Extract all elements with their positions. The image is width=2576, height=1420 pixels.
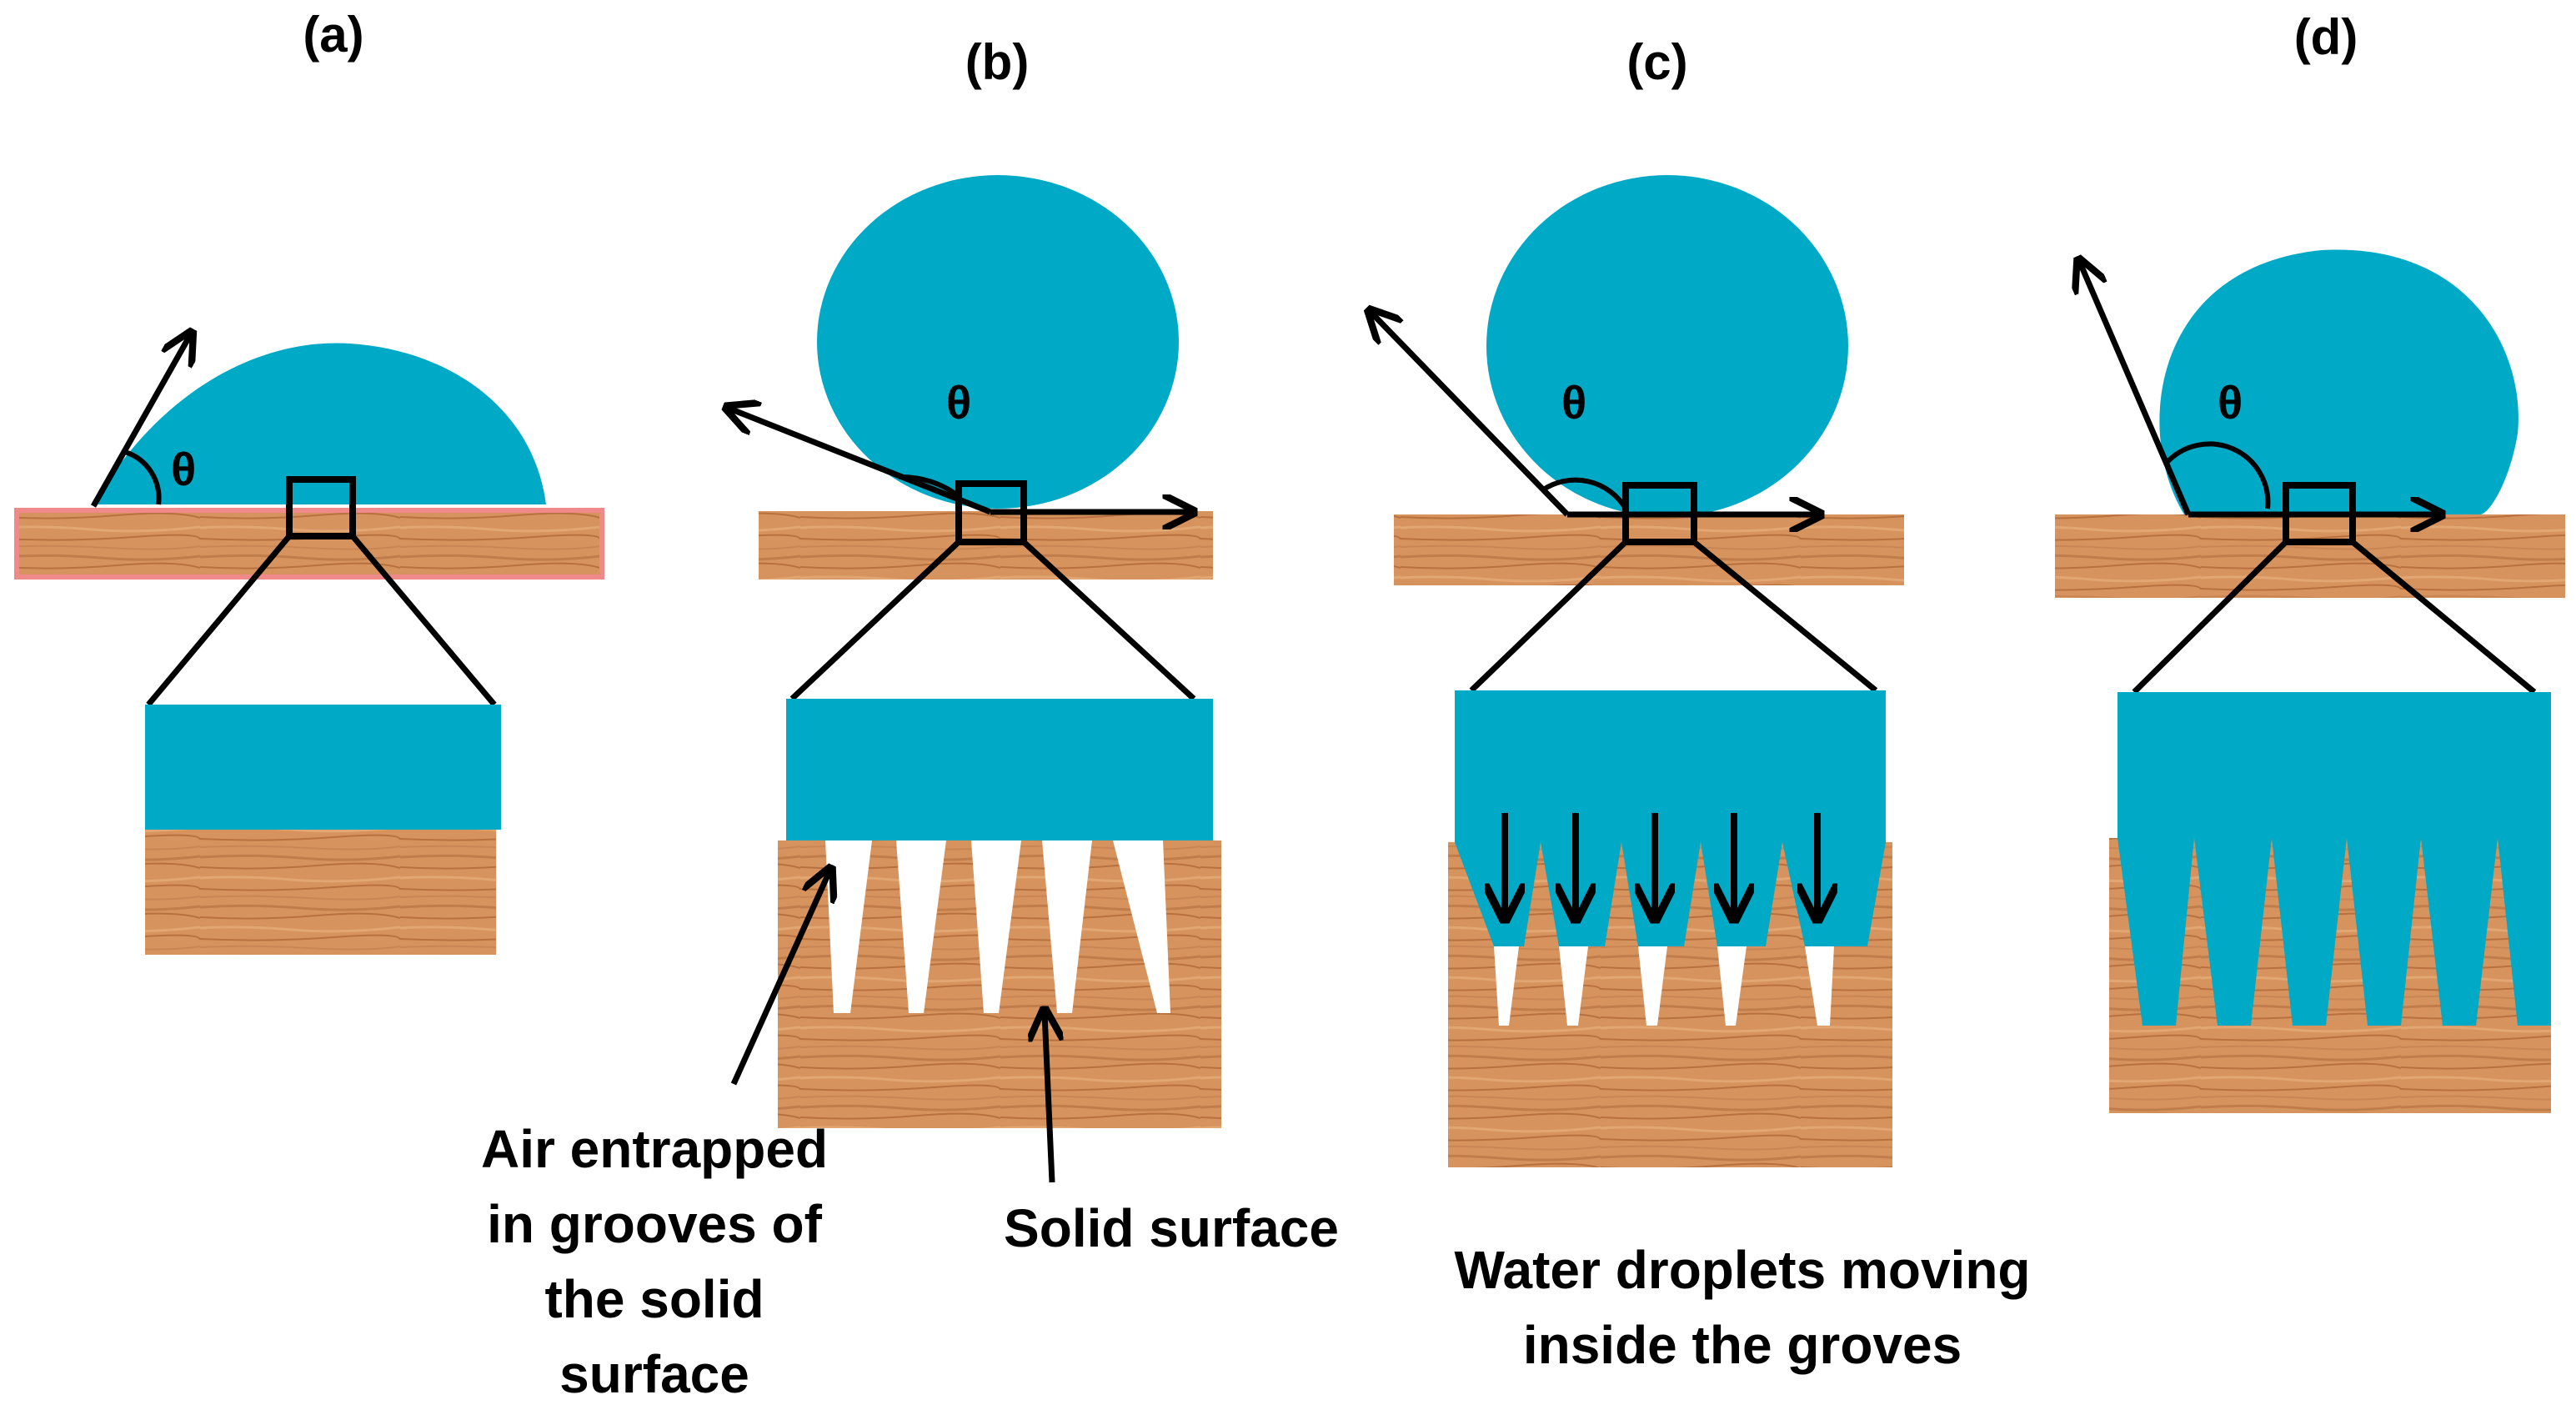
caption-water-line-2: inside the groves [1523, 1315, 1962, 1375]
panel-c-tangent-arrow [1371, 313, 1570, 517]
panel-a-zoom-line-right [350, 534, 497, 707]
panel-a-label: (a) [303, 7, 363, 63]
panel-c: (c) θ [1371, 34, 1904, 1167]
panel-d-zoom-box [2283, 482, 2356, 545]
panel-b: (b) θ [729, 34, 1221, 1183]
panel-a-zoom-box [286, 476, 356, 539]
panel-b-angle-arc [898, 474, 960, 499]
panel-a-theta: θ [171, 443, 196, 495]
panel-a-zoom-solid [145, 830, 496, 955]
panel-c-zoom-box [1622, 482, 1697, 545]
panel-c-air-pockets [1494, 946, 1834, 1026]
panel-d-zoom-water [2117, 692, 2551, 1026]
panel-d-angle-arc [2163, 441, 2271, 509]
caption-solid-surface: Solid surface [1004, 1198, 1339, 1258]
panel-c-label: (c) [1626, 34, 1687, 90]
captions: Air entrapped in grooves of the solid su… [481, 1119, 2031, 1404]
panel-d-tangent-arrow [2080, 263, 2192, 516]
panel-d-droplet [2159, 249, 2518, 514]
panel-c-zoom-line-left [1469, 539, 1628, 693]
caption-air-line-1: Air entrapped [481, 1119, 828, 1179]
caption-water-line-1: Water droplets moving [1454, 1240, 2030, 1300]
panel-d: (d) θ [2055, 9, 2565, 1113]
panel-a-zoom-line-left [146, 534, 292, 707]
panel-d-zoom-line-right [2350, 539, 2537, 695]
panel-b-droplet [817, 175, 1179, 509]
panel-b-tangent-arrow [729, 409, 992, 515]
panel-a: (a) θ [14, 7, 604, 955]
panel-d-label: (d) [2294, 9, 2358, 65]
panel-b-zoom-line-right [1021, 539, 1196, 701]
panel-c-droplet [1486, 175, 1848, 517]
panel-d-zoom-line-left [2132, 539, 2288, 695]
panel-b-air-pointer [730, 871, 829, 1086]
caption-air-line-3: the solid [544, 1269, 764, 1329]
panel-c-theta: θ [1561, 376, 1586, 429]
panel-b-zoom-line-left [789, 539, 961, 701]
panel-b-label: (b) [965, 34, 1030, 90]
panel-a-angle-arc [124, 449, 162, 505]
panel-a-surface [14, 508, 604, 580]
panel-c-zoom-line-right [1691, 539, 1878, 693]
caption-air-line-2: in grooves of [487, 1194, 823, 1254]
panel-c-zoom-water [1455, 690, 1886, 946]
panel-b-zoom-box [955, 480, 1027, 545]
panel-c-surface [1394, 514, 1904, 585]
panel-a-zoom-water [145, 705, 501, 830]
panel-a-droplet [93, 343, 546, 504]
panel-b-theta: θ [946, 376, 971, 429]
panel-a-tangent-arrow [90, 335, 190, 508]
caption-air-line-4: surface [559, 1344, 749, 1404]
panel-d-theta: θ [2218, 376, 2243, 429]
panel-c-down-arrows [1505, 813, 1817, 916]
panel-b-solid-pointer [1045, 1013, 1052, 1183]
panel-c-angle-arc [1541, 477, 1628, 510]
panel-d-surface [2055, 514, 2565, 598]
panel-b-zoom-water [786, 699, 1213, 840]
panel-b-air-grooves [825, 840, 1170, 1013]
